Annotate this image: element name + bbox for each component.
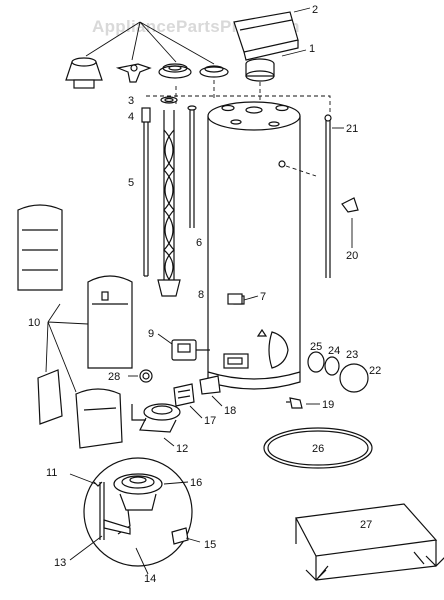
callout-15: 15 <box>204 539 216 551</box>
callout-25: 25 <box>310 341 322 353</box>
draft-hood <box>233 11 299 61</box>
door-gasket <box>263 427 373 469</box>
callout-5: 5 <box>128 177 134 189</box>
vent-collar <box>245 58 275 82</box>
callout-23: 23 <box>346 349 358 361</box>
callout-11: 11 <box>46 467 57 479</box>
callout-20: 20 <box>346 250 358 262</box>
flue-baffle <box>157 110 181 297</box>
water-heater-tank <box>207 101 317 390</box>
callout-28: 28 <box>108 371 120 383</box>
anode-nipple <box>141 107 151 123</box>
callout-1: 1 <box>309 43 315 55</box>
callout-10: 10 <box>28 317 40 329</box>
callout-7: 7 <box>260 291 266 303</box>
callout-2: 2 <box>312 4 318 16</box>
nipple-gasket <box>160 96 178 104</box>
relief-valve <box>341 197 359 213</box>
callout-6: 6 <box>196 237 202 249</box>
dip-tube <box>187 105 197 228</box>
outer-door-upper <box>87 275 133 369</box>
anode-rod <box>143 122 149 277</box>
callout-14: 14 <box>144 573 156 585</box>
callout-16: 16 <box>190 477 202 489</box>
callout-17: 17 <box>204 415 216 427</box>
sight-glass-gasket <box>324 356 340 376</box>
vent-ring-right <box>199 65 229 78</box>
callout-3: 3 <box>128 95 134 107</box>
burner-door <box>199 375 221 395</box>
spider-baffle <box>115 63 152 83</box>
ignitor <box>139 369 153 383</box>
callout-9: 9 <box>148 328 154 340</box>
vent-ring-center <box>158 63 192 79</box>
main-burner-assembly <box>131 403 181 433</box>
callout-19: 19 <box>322 399 334 411</box>
callout-22: 22 <box>369 365 381 377</box>
sight-glass <box>339 363 369 393</box>
burner-detail-view <box>83 457 193 567</box>
callout-12: 12 <box>176 443 188 455</box>
vent-cap-left <box>65 57 103 89</box>
drain-valve <box>286 397 303 409</box>
callout-4: 4 <box>128 111 134 123</box>
outer-jacket-upper <box>17 204 63 291</box>
inner-door-lower-left <box>37 369 63 425</box>
callout-13: 13 <box>54 557 66 569</box>
base-pan-stand <box>295 503 444 581</box>
callout-26: 26 <box>312 443 324 455</box>
callout-27: 27 <box>360 519 372 531</box>
callout-24: 24 <box>328 345 340 357</box>
callout-8: 8 <box>198 289 204 301</box>
thermostat-label <box>227 293 243 305</box>
callout-18: 18 <box>224 405 236 417</box>
inner-door-ring <box>307 351 325 373</box>
gas-control-valve <box>171 339 210 361</box>
inner-door-bracket <box>173 383 195 407</box>
inner-door-lower-right <box>75 388 123 449</box>
callout-21: 21 <box>346 123 358 135</box>
relief-valve-rod <box>324 114 332 278</box>
